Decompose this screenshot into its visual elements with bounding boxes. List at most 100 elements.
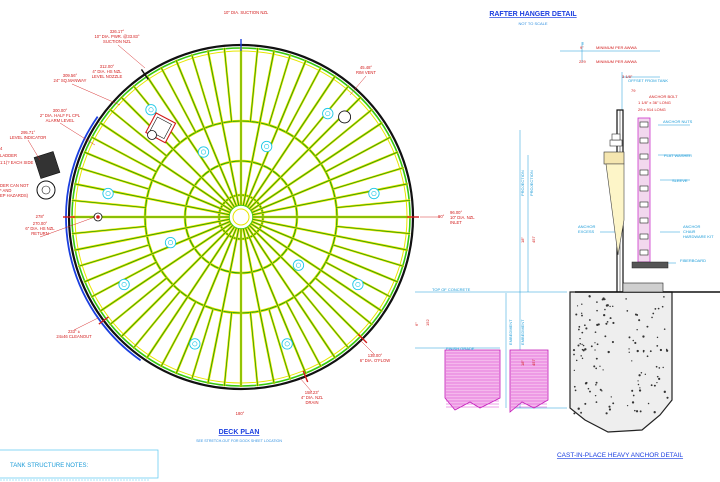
rafter — [245, 59, 307, 207]
concrete-stipple — [612, 321, 615, 325]
concrete-stipple — [646, 325, 649, 328]
concrete-stipple — [578, 325, 581, 328]
rafter — [251, 221, 399, 283]
svg-text:6" DIA. O'FLOW: 6" DIA. O'FLOW — [360, 358, 390, 363]
concrete-stipple — [596, 301, 598, 303]
concrete-stipple — [577, 407, 580, 410]
svg-text:SLEEVE: SLEEVE — [672, 178, 688, 183]
concrete-stipple — [596, 323, 599, 327]
concrete-stipple — [626, 405, 629, 407]
svg-text:* AND: * AND — [0, 188, 11, 193]
rafter-outer — [285, 301, 322, 368]
rafter — [250, 223, 383, 312]
svg-text:295.71°: 295.71° — [21, 130, 36, 135]
rafter-outer — [191, 54, 214, 126]
svg-text:SUCTION NZL: SUCTION NZL — [103, 39, 132, 44]
rafter-outer — [71, 226, 146, 235]
callout-bubble — [118, 278, 130, 291]
rafter-outer — [160, 301, 197, 368]
concrete-stipple — [582, 344, 585, 347]
rafter-outer — [78, 244, 150, 267]
concrete-stipple — [573, 385, 576, 388]
concrete-stipple — [594, 342, 596, 344]
concrete-stipple — [612, 402, 615, 405]
rafter-outer — [336, 226, 411, 235]
return-label: 278° 270.00° 6" DIA. HS NZL RETURN — [25, 214, 55, 236]
rafter-outer — [132, 290, 181, 349]
concrete-stipple — [666, 396, 669, 399]
hanger-bolt — [639, 153, 649, 160]
concrete-stipple — [585, 381, 588, 384]
concrete-stipple — [573, 412, 576, 415]
svg-text:RETURN: RETURN — [31, 231, 48, 236]
concrete-stipple — [662, 366, 664, 369]
concrete-stipple — [606, 320, 609, 323]
callout-bubble — [261, 140, 273, 153]
concrete-stipple — [628, 351, 630, 353]
svg-text:278°: 278° — [36, 214, 45, 219]
rafter-outer — [109, 277, 168, 326]
concrete-stipple — [588, 295, 591, 298]
concrete-stipple — [653, 384, 656, 387]
concrete-stipple — [634, 313, 637, 316]
svg-text:90°: 90° — [438, 214, 445, 219]
svg-text:326.17°: 326.17° — [110, 29, 125, 34]
svg-text:LADDER: LADDER — [0, 153, 17, 158]
concrete-stipple — [606, 304, 609, 307]
concrete-stipple — [631, 389, 634, 392]
concrete-stipple — [637, 380, 639, 382]
callout-bubble — [281, 338, 293, 350]
svg-text:4" DIA. NZL: 4" DIA. NZL — [301, 395, 324, 400]
svg-text:135.00°: 135.00° — [368, 353, 383, 358]
deck-plan — [27, 39, 440, 393]
concrete-stipple — [595, 357, 598, 360]
concrete-stipple — [581, 357, 584, 360]
alarm-nozzle — [147, 130, 157, 140]
svg-text:FINISH GRADE: FINISH GRADE — [446, 346, 475, 351]
leader-line — [299, 377, 313, 393]
svg-text:CHAIR: CHAIR — [683, 229, 696, 234]
concrete-stipple — [580, 355, 582, 357]
soil-hatch-left — [444, 349, 501, 411]
svg-text:4: 4 — [0, 146, 3, 151]
rafter — [252, 218, 408, 251]
concrete-stipple — [658, 367, 661, 369]
concrete-stipple — [647, 402, 650, 405]
rafter-outer — [301, 290, 350, 349]
concrete-stipple — [628, 336, 631, 339]
svg-text:96.00°: 96.00° — [450, 210, 462, 215]
svg-text:29 x 914 LONG: 29 x 914 LONG — [638, 107, 666, 112]
rafter — [175, 227, 237, 375]
concrete-stipple — [574, 389, 577, 392]
leader-line — [359, 339, 376, 356]
rafter-outer — [250, 47, 259, 122]
concrete-stipple — [611, 340, 615, 344]
svg-text:FLAT WASHER: FLAT WASHER — [664, 153, 692, 158]
concrete-stipple — [636, 349, 639, 353]
concrete-stipple — [644, 373, 647, 376]
svg-text:PROJECTION: PROJECTION — [529, 170, 534, 196]
svg-text:24" SQ.MANWAY: 24" SQ.MANWAY — [54, 78, 87, 83]
callout-bubble-inner — [148, 107, 154, 113]
return-nozzle-center — [96, 215, 100, 219]
overflow-label: 135.00° 6" DIA. O'FLOW — [360, 353, 390, 363]
rafter-outer — [109, 108, 168, 157]
concrete-stipple — [656, 381, 658, 384]
rafter — [83, 151, 231, 213]
concrete-stipple — [576, 305, 579, 307]
rafter-outer — [71, 199, 146, 208]
callout-bubble — [102, 187, 114, 200]
rafter — [99, 122, 232, 211]
concrete-stipple — [608, 408, 612, 411]
alarm-label: 300.00° 2" DIA. HALF FL CPL ALARM LEVEL — [40, 108, 81, 123]
concrete-stipple — [663, 328, 666, 330]
rafter — [242, 50, 275, 206]
concrete-stipple — [654, 307, 657, 310]
concrete-stipple — [632, 394, 635, 397]
svg-text:18": 18" — [520, 237, 525, 243]
concrete-stipple — [579, 342, 582, 345]
svg-text:ANCHOR BOLT: ANCHOR BOLT — [649, 94, 678, 99]
leader-line — [349, 75, 367, 96]
svg-text:ANCHOR: ANCHOR — [683, 224, 700, 229]
deck-plan-title: DECK PLAN — [219, 429, 260, 436]
